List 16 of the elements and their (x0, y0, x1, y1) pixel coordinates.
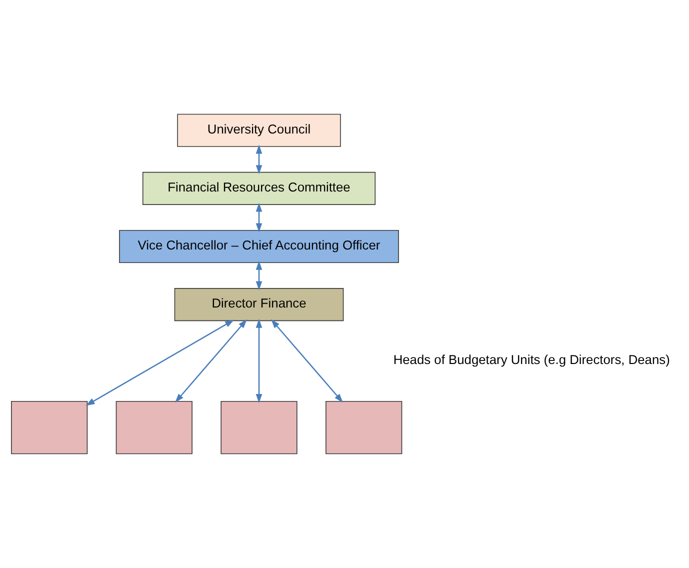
label: Heads of Budgetary Units (e.g Directors, Deans) (393, 352, 670, 368)
node-box: University Council (177, 114, 341, 147)
arrow (256, 202, 262, 232)
arrow (256, 318, 262, 404)
node-box (220, 400, 298, 454)
arrow (256, 144, 262, 174)
node-box (11, 400, 88, 454)
arrow (271, 319, 343, 403)
arrow (86, 320, 234, 406)
node-box (116, 400, 192, 454)
node-box: Financial Resources Committee (142, 172, 376, 205)
arrow (256, 260, 262, 290)
node-box: Vice Chancellor – Chief Accounting Officer (119, 230, 399, 264)
node-box: Director Finance (174, 288, 344, 322)
arrow (175, 319, 248, 403)
node-box (326, 400, 402, 454)
